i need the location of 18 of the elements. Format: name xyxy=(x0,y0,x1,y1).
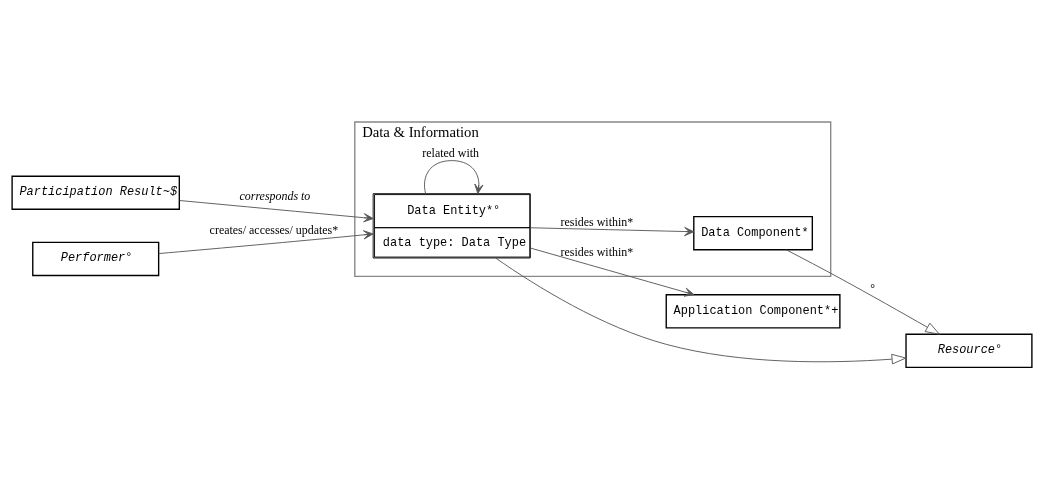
edge-label: corresponds to xyxy=(239,188,311,203)
edge-label: creates/ accesses/ updates* xyxy=(209,222,339,237)
node-box: Application Component*+ xyxy=(665,294,841,329)
arrow xyxy=(158,230,374,254)
edge-label: resides within* xyxy=(560,244,634,259)
arrow xyxy=(495,257,907,365)
arrow xyxy=(530,226,695,237)
node-box: Performer° xyxy=(32,241,160,277)
node-box: Data Component* xyxy=(693,215,813,251)
arrow xyxy=(424,160,484,195)
arrow xyxy=(530,247,695,297)
node-box: Participation Result~$ xyxy=(11,175,180,210)
edge-label: related with xyxy=(422,146,480,161)
arrow xyxy=(785,249,940,335)
arrow xyxy=(179,200,374,223)
node-box: Resource° xyxy=(905,333,1033,368)
edge-label: ° xyxy=(870,281,875,296)
edge-label: resides within* xyxy=(560,215,634,230)
